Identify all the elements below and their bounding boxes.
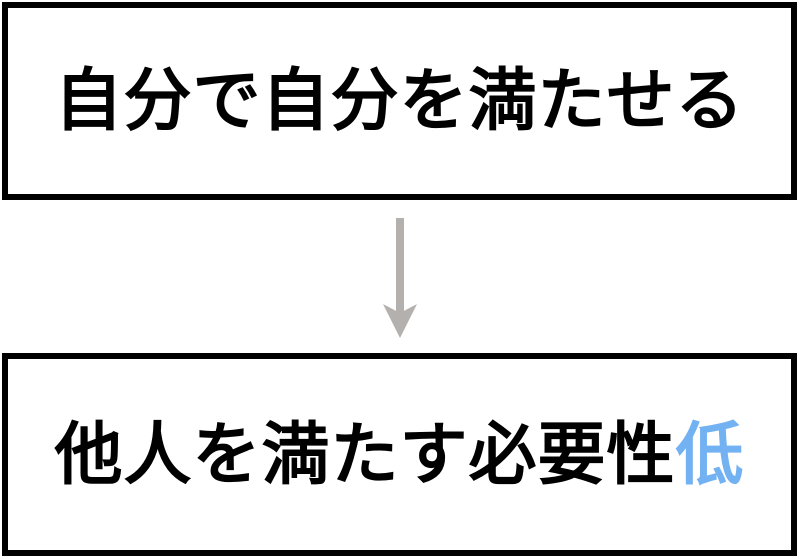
bottom-box-text-main: 他人を満たす必要性 — [54, 416, 676, 493]
down-arrow-icon — [380, 214, 420, 344]
top-box-text: 自分で自分を満たせる — [54, 63, 745, 139]
bottom-box: 他人を満たす必要性低 — [2, 353, 797, 556]
bottom-box-text-highlight: 低 — [675, 416, 745, 493]
bottom-box-text: 他人を満たす必要性低 — [54, 421, 744, 489]
top-box: 自分で自分を満たせる — [2, 2, 797, 200]
